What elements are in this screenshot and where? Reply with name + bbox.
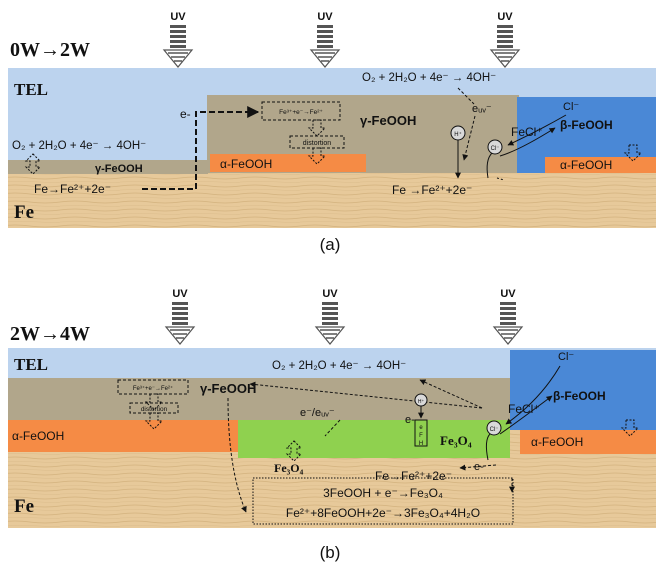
dashed-line: [457, 87, 475, 105]
dashed-line: [496, 177, 505, 181]
chloride-loop: [485, 433, 491, 461]
gamma-layer-thin-a: [8, 160, 208, 174]
chloride-circle-icon: [486, 420, 502, 436]
oxygen-reduction-equation: O₂ + 2H₂O + 4e⁻ → 4OH⁻: [272, 360, 406, 372]
chloride-label: Cl⁻: [558, 351, 574, 363]
alpha-feooh-label: α-FeOOH: [12, 429, 64, 443]
chloride-loop: [486, 152, 493, 179]
chloride-arrow: [507, 114, 567, 146]
beta-formation-arrow: [499, 127, 556, 157]
fe3o4-label: Fe₃O₄: [440, 433, 472, 448]
alpha-layer-left-b: [8, 420, 238, 452]
chloride-circle-label: Cl⁻: [490, 427, 499, 433]
fe3o4-conductor-icon: [414, 419, 428, 447]
electron-arrow: [459, 464, 497, 471]
euv-label: eᵤᵥ⁻: [472, 103, 492, 115]
uv-arrow-icon: [310, 24, 340, 68]
bar-letter: H: [419, 441, 423, 447]
gamma-layer-b: [8, 378, 512, 420]
reduction-box: [117, 379, 189, 395]
iron-oxidation-equation: Fe→Fe²⁺+2e⁻: [375, 469, 452, 483]
electron-label: e-: [180, 107, 191, 121]
proton-label: H⁺: [418, 399, 425, 405]
reaction-equation-2: Fe²⁺+8FeOOH+2e⁻→3Fe₃O₄+4H₂O: [286, 506, 480, 520]
chloride-circle-icon: [487, 139, 503, 155]
tel-label: TEL: [14, 80, 48, 99]
uv-label: UV: [497, 11, 513, 23]
electron-label: e-: [405, 414, 415, 426]
panel-a-title: 0W→2W: [10, 39, 90, 61]
fe3o4-label: Fe₃O₄: [274, 461, 304, 475]
fecl-label: FeCl⁺: [511, 125, 543, 139]
chloride-circle-label: Cl⁻: [491, 146, 500, 152]
uv-arrow-icon: [315, 301, 345, 345]
uv-arrow-icon: [490, 24, 520, 68]
panel-b-title: 2W→4W: [10, 323, 90, 345]
gamma-feooh-label: γ-FeOOH: [360, 113, 416, 128]
gamma-feooh-label: γ-FeOOH: [200, 381, 256, 396]
alpha-layer-right-a: [545, 157, 656, 173]
uv-arrow-icon: [165, 301, 195, 345]
iron-oxidation-equation: Fe →Fe²⁺+2e⁻: [392, 183, 472, 197]
reduction-box: [261, 101, 341, 121]
alpha-feooh-label: α-FeOOH: [220, 157, 272, 171]
iron-oxidation-equation: Fe→Fe²⁺+2e⁻: [34, 182, 111, 196]
oxygen-reduction-equation: O₂ + 2H₂O + 4e⁻ → 4OH⁻: [362, 72, 496, 84]
fe-label: Fe: [14, 496, 34, 517]
gamma-to-reaction-arrow: [227, 397, 247, 513]
alpha-layer-mid-a: [210, 154, 366, 172]
fe3o4-layer-b: [238, 420, 510, 458]
tel-label: TEL: [14, 355, 48, 374]
electron-transfer-arrow: [419, 379, 483, 409]
bar-letter: e: [419, 425, 423, 431]
electron-transfer-arrow: [249, 381, 483, 409]
oxygen-reduction-equation: O₂ + 2H₂O + 4e⁻ → 4OH⁻: [12, 140, 146, 152]
bar-letter: F: [419, 433, 423, 439]
chloride-label: Cl⁻: [563, 101, 579, 113]
alpha-layer-right-b: [520, 430, 656, 454]
alpha-feooh-label: α-FeOOH: [560, 158, 612, 172]
beta-feooh-label: β-FeOOH: [560, 118, 613, 132]
proton-label: H⁺: [454, 131, 462, 138]
reduction-box-text: Fe³⁺+e⁻→Fe²⁺: [279, 109, 323, 116]
uv-arrow-icon: [163, 24, 193, 68]
uv-label: UV: [317, 11, 333, 23]
fe-label: Fe: [14, 202, 34, 223]
electron-label: e-: [474, 461, 484, 473]
uv-label: UV: [500, 288, 516, 300]
reaction-equation-1: 3FeOOH + e⁻→Fe₃O₄: [323, 486, 443, 500]
reduction-box-text: Fe³⁺+e⁻→Fe²⁺: [133, 385, 173, 392]
beta-feooh-label: β-FeOOH: [553, 389, 606, 403]
panel-b: UV UV UV 2W→4W TEL Fe O₂ + 2H₂O + 4e⁻ → …: [8, 288, 656, 562]
panel-a: UV UV UV 0W→2W TEL Fe O₂ + 2H₂O + 4e⁻ → …: [8, 11, 656, 254]
uv-label: UV: [172, 288, 188, 300]
beta-formation-arrow: [499, 395, 553, 435]
reaction-box: [252, 477, 514, 525]
alpha-feooh-label: α-FeOOH: [531, 435, 583, 449]
uv-label: UV: [170, 11, 186, 23]
euv-label: e⁻/eᵤᵥ⁻: [300, 407, 335, 419]
electron-path-arrow: [142, 106, 260, 190]
fe-substrate-a: [8, 170, 656, 228]
uv-label: UV: [322, 288, 338, 300]
beta-layer-b: [510, 350, 656, 430]
dashed-line: [324, 419, 341, 437]
chloride-arrow: [505, 365, 561, 425]
euv-arrow: [462, 115, 476, 161]
distortion-box-text: distortion: [303, 140, 332, 147]
uv-arrow-icon: [493, 301, 523, 345]
panel-b-caption: (b): [320, 543, 341, 562]
panel-a-caption: (a): [320, 235, 341, 254]
fecl-label: FeCl⁺: [508, 402, 540, 416]
gamma-feooh-label: γ-FeOOH: [95, 163, 143, 175]
